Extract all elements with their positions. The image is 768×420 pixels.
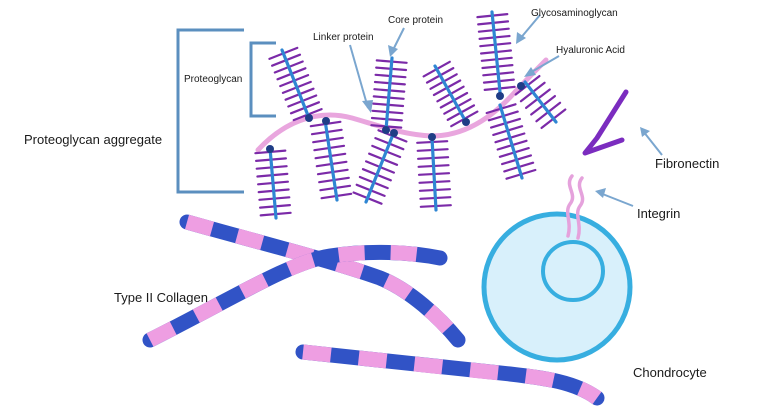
integrin-arrowhead — [595, 188, 606, 198]
fibronectin-arrowhead — [640, 127, 650, 137]
proteoglycan-7 — [309, 118, 353, 202]
type-ii-collagen-label: Type II Collagen — [114, 290, 208, 305]
linker-protein-node — [428, 133, 436, 141]
core-protein-label: Core protein — [388, 15, 443, 26]
integrin-arrow — [599, 192, 634, 207]
proteoglycan-spines — [254, 10, 567, 220]
hyaluronic-acid-arrowhead — [524, 67, 536, 77]
fibronectin-arrow — [642, 130, 663, 156]
chondrocyte-label: Chondrocyte — [633, 365, 707, 380]
linker-protein-node — [382, 126, 390, 134]
core-protein — [364, 130, 396, 204]
collagen-fiber-2 — [142, 244, 448, 348]
proteoglycan-9 — [416, 136, 452, 212]
collagen-fiber-3 — [295, 344, 605, 406]
core-protein — [433, 64, 468, 124]
linker-protein-node — [266, 145, 274, 153]
core-protein — [384, 56, 394, 132]
core-protein — [490, 10, 502, 94]
integrin-strand-1 — [565, 174, 575, 238]
proteoglycan-4 — [476, 10, 516, 94]
proteoglycan-5 — [514, 74, 567, 130]
hyaluronic-acid-label: Hyaluronic Acid — [556, 45, 625, 56]
linker-protein-node — [496, 92, 504, 100]
proteoglycan-2 — [370, 56, 408, 132]
proteoglycan-aggregate-label: Proteoglycan aggregate — [24, 132, 162, 147]
fibronectin-label: Fibronectin — [655, 156, 719, 171]
integrin-strand-2 — [575, 176, 585, 240]
linker-protein-arrow — [349, 44, 369, 109]
linker-protein-node — [390, 129, 398, 137]
core-protein — [430, 136, 438, 212]
core-protein — [498, 103, 524, 180]
proteoglycan-6 — [254, 146, 292, 220]
integrin-label: Integrin — [637, 206, 680, 221]
linker-protein-label: Linker protein — [313, 32, 374, 43]
proteoglycan-8 — [352, 129, 408, 205]
core-protein — [280, 48, 311, 120]
pointer-arrows — [349, 14, 663, 207]
fibronectin-molecule — [582, 89, 629, 156]
linker-protein-node — [517, 82, 525, 90]
proteoglycan-10 — [485, 103, 537, 180]
core-protein-arrowhead — [388, 45, 398, 57]
proteoglycan-label: Proteoglycan — [184, 74, 242, 85]
proteoglycan-3 — [422, 60, 479, 128]
linker-protein-node — [305, 114, 313, 122]
core-protein — [268, 146, 278, 220]
linker-protein-node — [322, 117, 330, 125]
linker-protein-nodes — [266, 82, 525, 153]
linker-protein-arrowhead — [362, 100, 373, 113]
proteoglycan-bracket — [249, 41, 276, 118]
aggregate-bracket — [176, 28, 244, 194]
collagen-fiber-1 — [179, 214, 466, 348]
linker-protein-node — [462, 118, 470, 126]
glycosaminoglycan-arrowhead — [516, 32, 526, 44]
chondrocyte-nucleus — [541, 240, 605, 302]
glycosaminoglycan-label: Glycosaminoglycan — [531, 8, 618, 19]
proteoglycan-1 — [268, 46, 323, 122]
core-protein — [323, 118, 339, 202]
core-protein — [523, 80, 558, 124]
type-ii-collagen-fibers — [142, 214, 605, 406]
